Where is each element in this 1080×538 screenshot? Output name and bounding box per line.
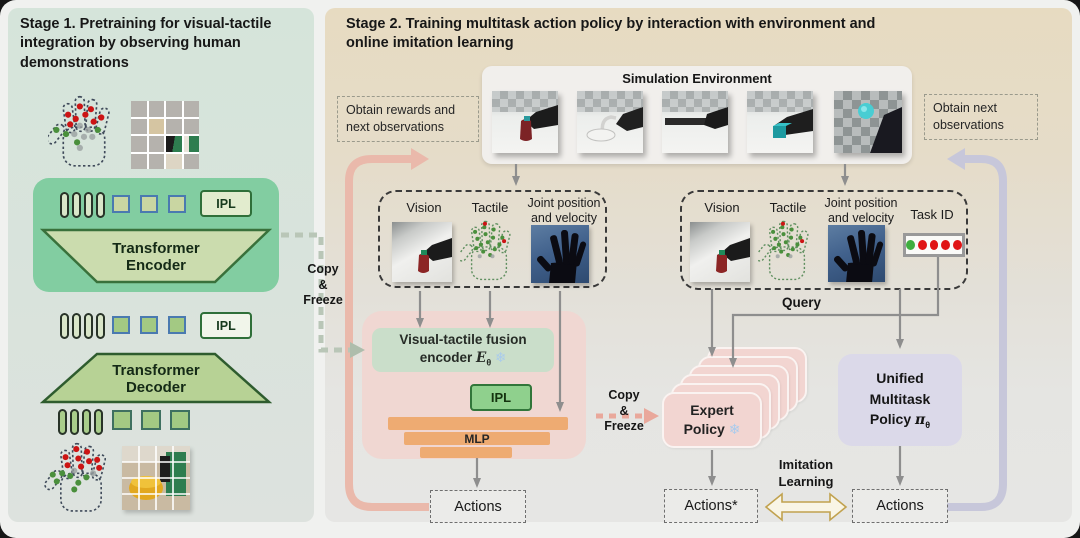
visual-tactile-fusion-encoder: Visual-tactile fusion encoder Eθ ❄: [372, 328, 554, 372]
snowflake-icon: ❄: [728, 421, 741, 437]
stage2-title: Stage 2. Training multitask action polic…: [346, 16, 876, 52]
joint-image-right: [828, 225, 885, 282]
token-row-top-ovals: [60, 192, 105, 218]
actions-box-fusion: Actions: [430, 490, 526, 523]
sim-image-2: [577, 91, 643, 153]
joint-label-right: Joint position and velocity: [824, 196, 898, 225]
mlp-bar-1: [388, 417, 568, 430]
sim-image-5: [834, 91, 902, 153]
observation-box-left: [378, 190, 607, 288]
actions-box-unified: Actions: [852, 489, 948, 523]
ipl-token-top: IPL: [200, 190, 252, 217]
token-row-mid-ovals: [60, 313, 105, 339]
unified-line3: Policy: [869, 410, 915, 427]
query-label: Query: [782, 295, 822, 310]
sim-image-1: [492, 91, 558, 153]
ipl-token-fusion: IPL: [470, 384, 532, 411]
tactile-hand-icon: [460, 218, 518, 284]
unified-line1: Unified: [876, 370, 924, 387]
tactile-label-right: Tactile: [769, 200, 807, 215]
masked-image-grid: [131, 101, 199, 169]
copy-freeze-label-2: Copy & Freeze: [604, 388, 644, 434]
token-row-mid-squares: [112, 316, 186, 334]
task-id-indicator: [903, 233, 965, 257]
vision-image-right: [690, 222, 750, 282]
snowflake-icon: ❄: [494, 349, 507, 365]
simulation-environment-title: Simulation Environment: [622, 71, 772, 86]
transformer-encoder-label: Transformer Encoder: [112, 239, 200, 274]
expert-policy-line2: Policy: [683, 421, 729, 437]
tactile-hand-icon: [48, 94, 120, 170]
joint-image-left: [531, 225, 589, 283]
sim-image-3: [662, 91, 728, 153]
vision-image-left: [392, 222, 452, 282]
actions-box-expert: Actions*: [664, 489, 758, 523]
obtain-next-observations-label: Obtain next observations: [924, 94, 1038, 140]
token-row-bottom-ovals: [58, 409, 103, 435]
expert-policy-front-card: Expert Policy ❄: [662, 392, 762, 448]
obtain-rewards-label: Obtain rewards and next observations: [337, 96, 479, 142]
unified-line2: Multitask: [869, 390, 931, 407]
fusion-encoder-line1: Visual-tactile fusion: [399, 332, 527, 348]
vision-label-left: Vision: [406, 200, 442, 215]
token-row-bottom-squares: [112, 410, 190, 430]
tactile-hand-icon: [758, 218, 816, 284]
stage1-title: Stage 1. Pretraining for visual-tactile …: [20, 16, 272, 71]
ipl-token-mid: IPL: [200, 312, 252, 339]
transformer-decoder-trapezoid: [40, 352, 272, 404]
imitation-learning-label: Imitation Learning: [778, 457, 834, 489]
fusion-encoder-symbol: E: [476, 349, 487, 366]
vision-label-right: Vision: [704, 200, 740, 215]
mlp-bar-3: [420, 447, 512, 458]
reconstructed-image: [122, 446, 190, 510]
sim-image-4: [747, 91, 813, 153]
copy-freeze-label-1: Copy & Freeze: [303, 262, 343, 308]
tactile-hand-icon: [44, 441, 118, 515]
mlp-bar-2: MLP: [404, 432, 550, 446]
token-row-top-squares: [112, 195, 186, 213]
expert-policy-line1: Expert: [690, 402, 734, 419]
transformer-encoder-trapezoid: [40, 228, 272, 284]
transformer-decoder-label: Transformer Decoder: [112, 361, 200, 396]
task-id-label: Task ID: [910, 207, 954, 222]
unified-multitask-policy: Unified Multitask Policy πθ: [838, 354, 962, 446]
tactile-label-left: Tactile: [471, 200, 509, 215]
joint-label-left: Joint position and velocity: [527, 196, 601, 225]
observation-box-right: [680, 190, 968, 290]
fusion-encoder-line2: encoder: [419, 349, 477, 365]
